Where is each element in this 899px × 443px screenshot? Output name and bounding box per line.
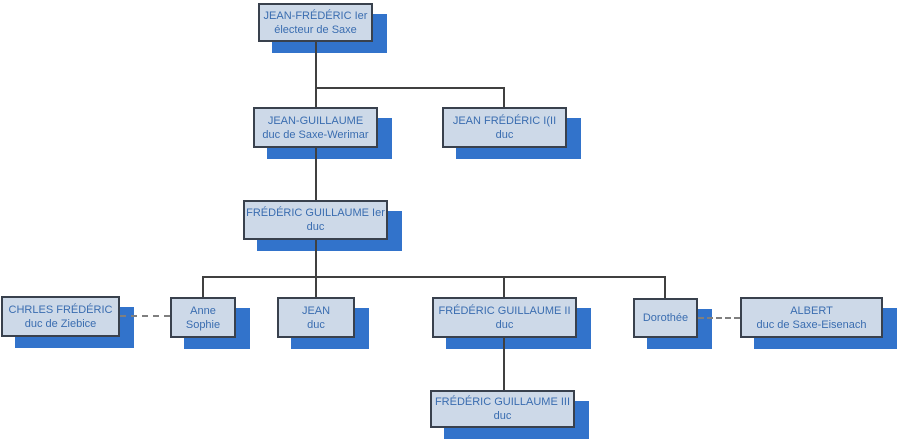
tree-node-frederic-guillaume-1er[interactable]: FRÉDÉRIC GUILLAUME Ier duc bbox=[243, 200, 402, 251]
node-title: Sophie bbox=[185, 318, 221, 331]
connector-line bbox=[202, 276, 666, 278]
connector-line bbox=[503, 277, 505, 297]
tree-node-jean-guillaume[interactable]: JEAN-GUILLAUME duc de Saxe-Werimar bbox=[253, 107, 392, 159]
connector-line bbox=[315, 148, 317, 200]
node-name: ALBERT bbox=[790, 304, 833, 317]
marriage-connector-line bbox=[698, 317, 740, 319]
tree-node-dorothee[interactable]: Dorothée bbox=[633, 298, 712, 349]
connector-line bbox=[503, 88, 505, 107]
node-title: duc de Ziebice bbox=[24, 317, 97, 330]
node-title: duc bbox=[493, 410, 512, 422]
node-title: duc bbox=[495, 318, 514, 331]
node-name: CHRLES FRÉDÉRIC bbox=[8, 303, 113, 316]
connector-line bbox=[315, 240, 317, 277]
node-name: Dorothée bbox=[642, 312, 689, 324]
node-title: duc de Saxe-Eisenach bbox=[756, 318, 867, 331]
node-title: duc bbox=[306, 221, 325, 233]
connector-line bbox=[315, 87, 505, 89]
node-name: JEAN FRÉDÉRIC I(II bbox=[452, 114, 557, 127]
node-title: duc bbox=[495, 128, 514, 141]
node-title: duc bbox=[307, 318, 325, 331]
tree-node-chrles-frederic[interactable]: CHRLES FRÉDÉRIC duc de Ziebice bbox=[1, 296, 134, 348]
tree-node-albert[interactable]: ALBERT duc de Saxe-Eisenach bbox=[740, 297, 897, 349]
node-title: électeur de Saxe bbox=[274, 23, 357, 36]
node-name: JEAN-GUILLAUME bbox=[267, 114, 364, 127]
tree-node-frederic-guillaume-2[interactable]: FRÉDÉRIC GUILLAUME II duc bbox=[432, 297, 591, 349]
tree-node-anne-sophie[interactable]: Anne Sophie bbox=[170, 297, 250, 349]
node-name: FRÉDÉRIC GUILLAUME III bbox=[434, 396, 571, 408]
connector-line bbox=[503, 338, 505, 390]
node-name: Anne bbox=[190, 304, 216, 317]
tree-node-jean[interactable]: JEAN duc bbox=[277, 297, 369, 349]
marriage-connector-line bbox=[120, 315, 170, 317]
node-name: FRÉDÉRIC GUILLAUME Ier bbox=[246, 207, 385, 219]
tree-node-jean-frederic-i-ii[interactable]: JEAN FRÉDÉRIC I(II duc bbox=[442, 107, 581, 159]
node-name: JEAN bbox=[301, 304, 331, 317]
connector-line bbox=[202, 277, 204, 297]
tree-node-frederic-guillaume-3[interactable]: FRÉDÉRIC GUILLAUME III duc bbox=[430, 390, 589, 439]
connector-line bbox=[315, 277, 317, 297]
connector-line bbox=[315, 42, 317, 107]
node-name: FRÉDÉRIC GUILLAUME II bbox=[438, 304, 571, 317]
node-name: JEAN-FRÉDÉRIC Ier bbox=[263, 9, 368, 22]
tree-node-jean-frederic-1er[interactable]: JEAN-FRÉDÉRIC Ier électeur de Saxe bbox=[258, 3, 387, 53]
node-title: duc de Saxe-Werimar bbox=[262, 128, 369, 141]
connector-line bbox=[664, 277, 666, 298]
